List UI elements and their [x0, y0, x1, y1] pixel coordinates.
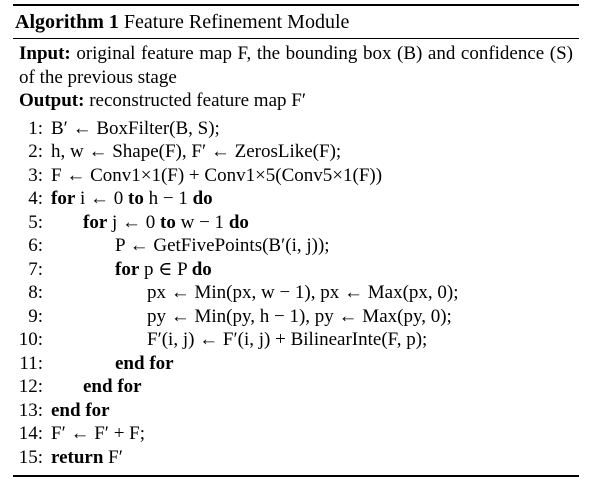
- line-number: 9:: [28, 305, 43, 327]
- algorithm-line: 3: F ← Conv1×1(F) + Conv1×5(Conv5×1(F)): [13, 164, 579, 188]
- output-text: reconstructed feature map F′: [89, 90, 306, 111]
- algorithm-lines: 1: B′ ← BoxFilter(B, S); 2: h, w ← Shape(F)…: [13, 117, 579, 470]
- algorithm-line: 10: F′(i, j) ← F′(i, j) + BilinearInte(F,…: [13, 328, 579, 352]
- line-number: 5:: [28, 211, 43, 233]
- line-number: 14:: [18, 423, 43, 444]
- line-code: py ← Min(py, h − 1), py ← Max(py, 0);: [147, 305, 452, 327]
- line-number: 8:: [28, 282, 43, 303]
- line-number: 15:: [18, 446, 43, 468]
- line-code: px ← Min(px, w − 1), px ← Max(px, 0);: [147, 282, 459, 303]
- caption-rule: [13, 38, 579, 39]
- line-number: 10:: [18, 329, 43, 350]
- algorithm-caption: Algorithm 1 Feature Refinement Module: [13, 6, 579, 38]
- input-text: original feature map F, the bounding box…: [19, 43, 573, 88]
- algorithm-line: 11: end for: [13, 352, 579, 376]
- output-label: Output:: [19, 90, 85, 111]
- line-code: end for: [51, 399, 110, 421]
- algorithm-line: 5: for j ← 0 to w − 1 do: [13, 211, 579, 235]
- algorithm-line: 4: for i ← 0 to h − 1 do: [13, 187, 579, 211]
- line-code: for i ← 0 to h − 1 do: [51, 188, 213, 209]
- algorithm-line: 1: B′ ← BoxFilter(B, S);: [13, 117, 579, 141]
- input-label: Input:: [19, 43, 71, 64]
- line-number: 1:: [28, 117, 43, 139]
- line-number: 3:: [28, 164, 43, 186]
- line-code: F′ ← F′ + F;: [51, 423, 146, 444]
- line-code: F ← Conv1×1(F) + Conv1×5(Conv5×1(F)): [51, 164, 383, 186]
- algorithm-box: Algorithm 1 Feature Refinement Module In…: [13, 4, 579, 477]
- algorithm-input: Input: original feature map F, the bound…: [13, 39, 579, 89]
- line-code: B′ ← BoxFilter(B, S);: [51, 117, 220, 139]
- algorithm-line: 12: end for: [13, 375, 579, 399]
- algorithm-line: 7: for p ∈ P do: [13, 258, 579, 282]
- algorithm-label: Algorithm 1: [15, 11, 119, 33]
- algorithm-line: 8: px ← Min(px, w − 1), px ← Max(px, 0);: [13, 281, 579, 305]
- algorithm-output: Output: reconstructed feature map F′: [13, 89, 579, 113]
- line-number: 13:: [18, 399, 43, 421]
- algorithm-line: 15: return F′: [13, 446, 579, 470]
- algorithm-line: 9: py ← Min(py, h − 1), py ← Max(py, 0);: [13, 305, 579, 329]
- line-number: 7:: [28, 258, 43, 280]
- line-number: 2:: [28, 141, 43, 162]
- line-code: h, w ← Shape(F), F′ ← ZerosLike(F);: [51, 141, 342, 162]
- algorithm-title: Feature Refinement Module: [123, 11, 350, 33]
- line-number: 12:: [18, 376, 43, 397]
- line-code: for j ← 0 to w − 1 do: [83, 211, 249, 233]
- line-code: for p ∈ P do: [115, 258, 212, 280]
- line-code: return F′: [51, 446, 123, 468]
- top-rule: [13, 4, 579, 6]
- algorithm-line: 14: F′ ← F′ + F;: [13, 422, 579, 446]
- line-code: end for: [115, 352, 174, 374]
- line-code: end for: [83, 376, 142, 397]
- algorithm-line: 2: h, w ← Shape(F), F′ ← ZerosLike(F);: [13, 140, 579, 164]
- algorithm-line: 6: P ← GetFivePoints(B′(i, j));: [13, 234, 579, 258]
- line-code: F′(i, j) ← F′(i, j) + BilinearInte(F, p)…: [147, 329, 428, 350]
- line-number: 6:: [28, 235, 43, 256]
- line-number: 11:: [19, 352, 43, 374]
- bottom-rule: [13, 475, 579, 477]
- line-code: P ← GetFivePoints(B′(i, j));: [115, 235, 330, 256]
- line-number: 4:: [28, 188, 43, 209]
- algorithm-line: 13: end for: [13, 399, 579, 423]
